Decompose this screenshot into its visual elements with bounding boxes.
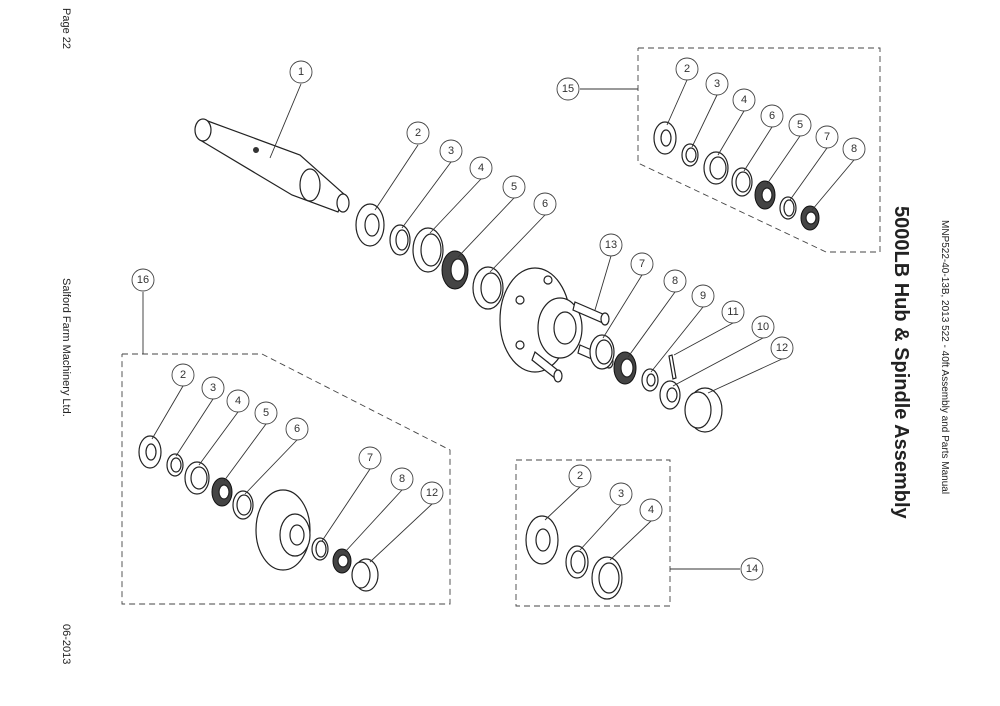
callout-main-13: 13 [599, 233, 623, 257]
bearing-race-inner [389, 224, 411, 256]
bearing-cup [412, 227, 444, 273]
svg-text:2: 2 [577, 470, 583, 482]
kit-15-box [637, 47, 881, 253]
callout-kit14-4: 4 [639, 498, 663, 522]
callout-kit15-5: 5 [788, 113, 812, 137]
callout-main-11: 11 [721, 300, 745, 324]
svg-text:5: 5 [263, 407, 269, 419]
svg-text:9: 9 [700, 290, 706, 302]
svg-text:8: 8 [851, 143, 857, 155]
kit-15-parts [653, 121, 820, 231]
svg-text:7: 7 [367, 452, 373, 464]
hub [499, 267, 583, 373]
svg-text:7: 7 [639, 258, 645, 270]
callout-kit15-8: 8 [842, 137, 866, 161]
callout-kit15-6: 6 [760, 104, 784, 128]
svg-text:2: 2 [180, 369, 186, 381]
svg-text:6: 6 [769, 110, 775, 122]
callout-kit16-16: 16 [131, 268, 155, 292]
callout-kit15-7: 7 [815, 125, 839, 149]
callout-kit16-12: 12 [420, 481, 444, 505]
callout-kit15-4: 4 [732, 88, 756, 112]
callout-main-7: 7 [630, 252, 654, 276]
callout-main-5: 5 [502, 175, 526, 199]
callout-kit16-2: 2 [171, 363, 195, 387]
svg-text:3: 3 [618, 488, 624, 500]
leader-lines [142, 79, 855, 570]
svg-text:12: 12 [426, 487, 438, 499]
washer [641, 368, 659, 392]
svg-text:3: 3 [210, 382, 216, 394]
svg-text:4: 4 [741, 94, 747, 106]
dust-cap [684, 387, 723, 433]
kit-16-parts [138, 435, 379, 592]
bearing-cone [441, 250, 469, 290]
callout-kit14-14: 14 [740, 557, 764, 581]
castle-nut [659, 380, 681, 410]
callout-kit16-7: 7 [358, 446, 382, 470]
callout-kit15-15: 15 [556, 77, 580, 101]
callout-kit16-8: 8 [390, 467, 414, 491]
callout-main-4: 4 [469, 156, 493, 180]
callout-main-3: 3 [439, 139, 463, 163]
svg-text:3: 3 [714, 78, 720, 90]
svg-text:2: 2 [684, 63, 690, 75]
spindle [194, 118, 350, 213]
callout-kit14-3: 3 [609, 482, 633, 506]
svg-text:5: 5 [511, 181, 517, 193]
callout-main-2: 2 [406, 121, 430, 145]
callout-kit15-2: 2 [675, 57, 699, 81]
svg-text:7: 7 [824, 131, 830, 143]
callout-main-10: 10 [751, 315, 775, 339]
svg-text:6: 6 [542, 198, 548, 210]
svg-text:3: 3 [448, 145, 454, 157]
callout-main-12: 12 [770, 336, 794, 360]
kit-14-parts [525, 515, 623, 600]
svg-text:13: 13 [605, 239, 617, 251]
kit-16-box [121, 353, 451, 605]
seal [355, 203, 385, 247]
callout-kit16-4: 4 [226, 389, 250, 413]
svg-text:4: 4 [648, 504, 654, 516]
cotter-pin [668, 354, 677, 380]
callout-kit16-6: 6 [285, 417, 309, 441]
svg-text:11: 11 [727, 306, 738, 318]
bearing-cone-2 [613, 351, 637, 385]
callout-kit16-5: 5 [254, 401, 278, 425]
bearing-race-outer [472, 266, 504, 310]
svg-text:8: 8 [399, 473, 405, 485]
svg-text:2: 2 [415, 127, 421, 139]
svg-text:5: 5 [797, 119, 803, 131]
svg-text:12: 12 [776, 342, 788, 354]
callout-kit14-2: 2 [568, 464, 592, 488]
svg-text:4: 4 [478, 162, 484, 174]
svg-text:10: 10 [757, 321, 769, 333]
callout-main-9: 9 [691, 284, 715, 308]
callout-kit16-3: 3 [201, 376, 225, 400]
callout-main-1: 1 [289, 60, 313, 84]
svg-text:8: 8 [672, 275, 678, 287]
callout-main-6: 6 [533, 192, 557, 216]
svg-text:4: 4 [235, 395, 241, 407]
svg-text:14: 14 [746, 563, 758, 575]
svg-text:16: 16 [137, 274, 149, 286]
callout-kit15-3: 3 [705, 72, 729, 96]
callout-main-8: 8 [663, 269, 687, 293]
svg-text:15: 15 [562, 83, 574, 95]
svg-text:1: 1 [298, 66, 304, 78]
bearing-race-outer-2 [589, 334, 615, 370]
svg-text:6: 6 [294, 423, 300, 435]
